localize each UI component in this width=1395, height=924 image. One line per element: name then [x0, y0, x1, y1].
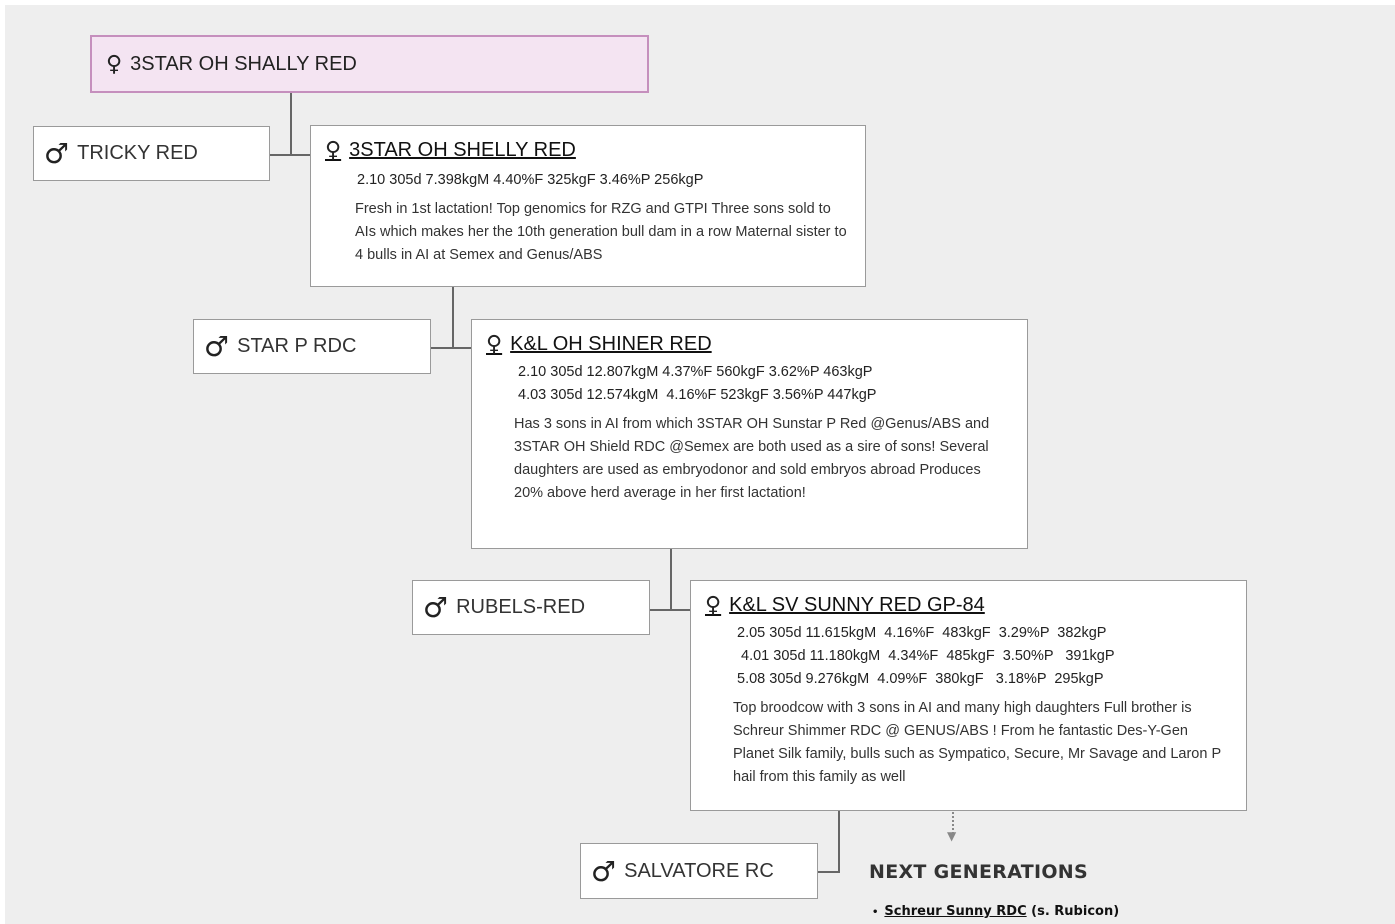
dam-name-link[interactable]: K&L SV SUNNY RED GP-84	[729, 594, 985, 616]
sire-name: SALVATORE RC	[624, 859, 774, 882]
connector-line	[818, 871, 840, 873]
stat-line: 4.01 305d 11.180kgM 4.34%F 485kgF 3.50%P…	[737, 648, 1115, 664]
connector-line	[452, 286, 454, 348]
connector-line	[270, 154, 310, 156]
male-icon: ♂	[44, 137, 70, 170]
sire-name: RUBELS-RED	[456, 596, 586, 618]
dam-description: Fresh in 1st lactation! Top genomics for…	[355, 201, 847, 263]
sire-card-rubels-red[interactable]: ♂ RUBELS-RED	[412, 580, 650, 635]
down-arrow-icon	[952, 812, 954, 834]
connector-line	[650, 609, 690, 611]
male-icon: ♂	[204, 330, 230, 363]
dam-description: Has 3 sons in AI from which 3STAR OH Sun…	[514, 416, 990, 501]
root-animal-card[interactable]: ♀ 3STAR OH SHALLY RED	[90, 35, 649, 93]
bullet-icon: •	[872, 907, 879, 918]
next-generations-heading: NEXT GENERATIONS	[869, 861, 1088, 883]
connector-line	[670, 548, 672, 610]
dam-card-shelly-red: ♀ 3STAR OH SHELLY RED 2.10 305d 7.398kgM…	[310, 125, 866, 287]
dam-stats: 2.05 305d 11.615kgM 4.16%F 483kgF 3.29%P…	[705, 622, 1232, 691]
female-icon: ♀	[705, 593, 722, 618]
connector-line	[290, 93, 292, 155]
dam-description: Top broodcow with 3 sons in AI and many …	[733, 700, 1221, 785]
dam-name-link[interactable]: K&L OH SHINER RED	[510, 333, 712, 355]
next-generation-link[interactable]: Schreur Sunny RDC	[884, 904, 1027, 919]
dam-name-link[interactable]: 3STAR OH SHELLY RED	[349, 139, 576, 161]
dam-card-shiner-red: ♀ K&L OH SHINER RED 2.10 305d 12.807kgM …	[471, 319, 1028, 549]
dam-stats: 2.10 305d 12.807kgM 4.37%F 560kgF 3.62%P…	[486, 361, 1013, 407]
female-icon: ♀	[486, 332, 503, 357]
stat-line: 2.10 305d 7.398kgM 4.40%F 325kgF 3.46%P …	[357, 172, 704, 188]
connector-line	[838, 810, 840, 872]
stat-line: 5.08 305d 9.276kgM 4.09%F 380kgF 3.18%P …	[737, 671, 1104, 687]
arrow-head-icon: ▼	[947, 829, 957, 843]
dam-card-sunny-red: ♀ K&L SV SUNNY RED GP-84 2.05 305d 11.61…	[690, 580, 1247, 811]
sire-name: STAR P RDC	[237, 335, 357, 357]
stat-line: 4.03 305d 12.574kgM 4.16%F 523kgF 3.56%P…	[518, 387, 877, 403]
stat-line: 2.10 305d 12.807kgM 4.37%F 560kgF 3.62%P…	[518, 364, 873, 380]
root-animal-name: 3STAR OH SHALLY RED	[130, 52, 357, 75]
female-icon: ♀	[106, 51, 123, 77]
male-icon: ♂	[591, 854, 617, 888]
sire-name: TRICKY RED	[77, 142, 198, 164]
next-generation-sire: (s. Rubicon)	[1026, 904, 1120, 919]
dam-stats: 2.10 305d 7.398kgM 4.40%F 325kgF 3.46%P …	[325, 169, 851, 192]
sire-card-tricky-red[interactable]: ♂ TRICKY RED	[33, 126, 270, 181]
connector-line	[431, 347, 471, 349]
sire-card-salvatore-rc[interactable]: ♂ SALVATORE RC	[580, 843, 818, 899]
stat-line: 2.05 305d 11.615kgM 4.16%F 483kgF 3.29%P…	[737, 625, 1107, 641]
sire-card-star-p-rdc[interactable]: ♂ STAR P RDC	[193, 319, 431, 374]
male-icon: ♂	[423, 591, 449, 624]
next-generations-list: • Schreur Sunny RDC (s. Rubicon)	[872, 904, 1119, 919]
female-icon: ♀	[325, 138, 342, 163]
